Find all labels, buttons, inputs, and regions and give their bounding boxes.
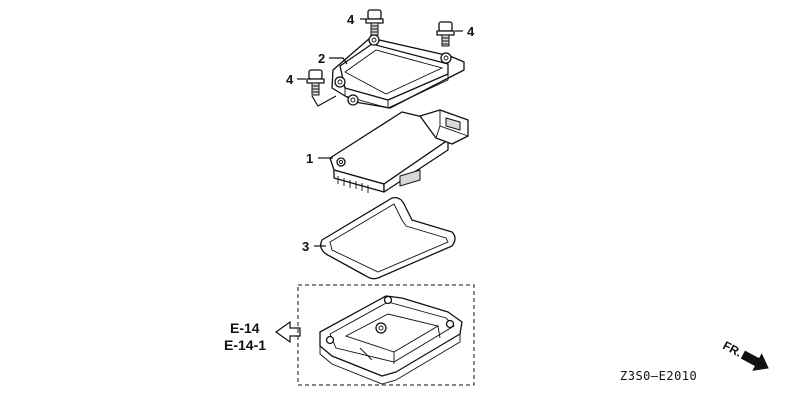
bolt-right[interactable]: [436, 21, 455, 47]
front-direction-indicator: FR.: [721, 338, 769, 371]
callout-bolt-left: 4: [286, 72, 294, 87]
callout-gasket: 3: [302, 239, 309, 254]
gasket[interactable]: [320, 196, 456, 280]
reference-e14: E-14: [230, 320, 260, 336]
cover[interactable]: [331, 34, 465, 109]
bolt-left[interactable]: [306, 69, 325, 96]
base-frame: [297, 284, 475, 386]
callout-bolt-right: 4: [467, 24, 475, 39]
callout-unit: 1: [306, 151, 313, 166]
front-label: FR.: [721, 338, 745, 359]
drawing-code: Z3S0—E2010: [620, 369, 697, 383]
callout-bolt-top: 4: [347, 12, 355, 27]
base-case[interactable]: [319, 295, 463, 385]
front-arrow-icon: [740, 350, 769, 371]
reference-e14-1: E-14-1: [224, 337, 266, 353]
leader-lines: [297, 18, 463, 247]
reference-arrow-icon: [274, 320, 301, 344]
control-unit[interactable]: [329, 109, 469, 193]
callout-cover: 2: [318, 51, 325, 66]
bolt-top[interactable]: [365, 9, 384, 36]
